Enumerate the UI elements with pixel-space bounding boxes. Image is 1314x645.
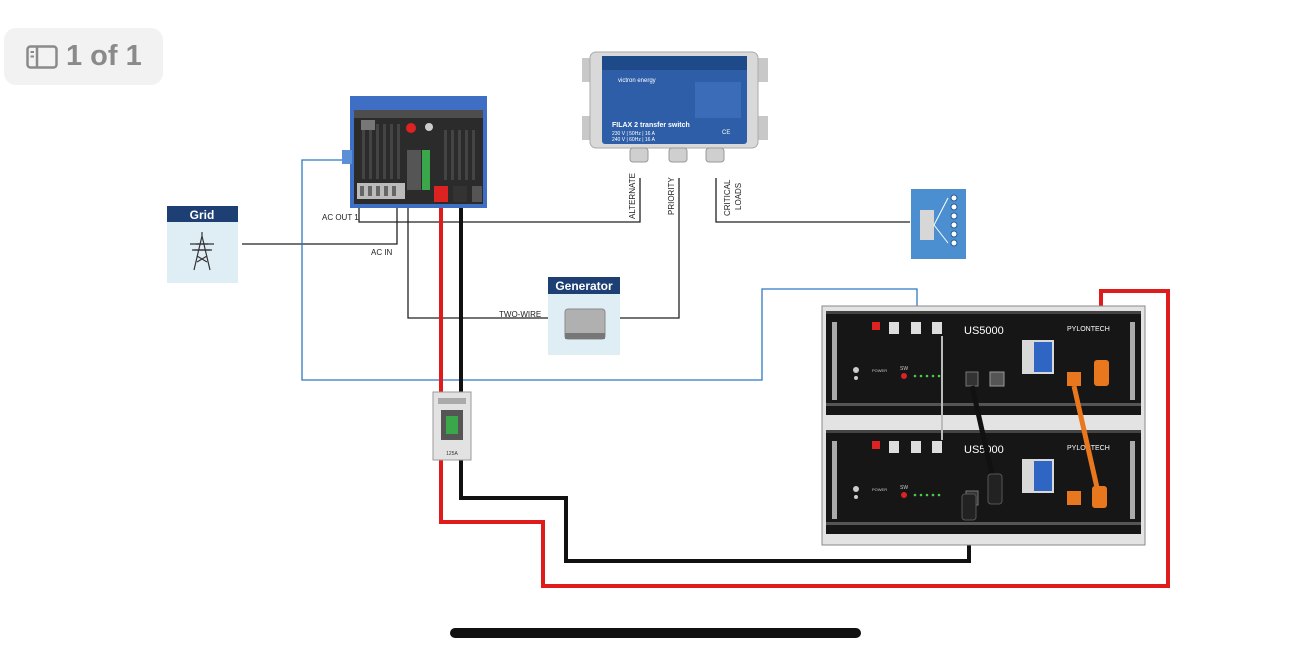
inverter-dial [425,123,433,131]
ac-out-1-label: AC OUT 1 [322,213,359,222]
priority-label: PRIORITY [667,177,676,215]
battery-2-model: US5000 [964,444,1004,456]
alternate-label: ALTERNATE [628,173,637,219]
priority-wire [620,178,680,319]
home-indicator[interactable] [450,628,861,638]
orange-jumper [1071,385,1101,493]
filax-title: FILAX 2 transfer switch [612,122,690,129]
positive-cable-breaker-to-battery [439,289,1170,588]
inverter-charger [342,96,487,208]
filax-transfer-switch: victron energy FILAX 2 transfer switch 2… [582,51,768,163]
loads-label: LOADS [734,183,743,210]
breaker-rating: 125A [446,451,458,457]
negative-cable-breaker-to-battery [459,460,971,563]
grid-source: Grid [167,206,238,283]
critical-loads-panel [911,189,966,259]
page-indicator[interactable]: 1 of 1 [4,28,163,85]
filax-brand: victron energy [618,78,656,84]
pylon-icon [190,232,214,271]
comm-cable [301,159,918,381]
critical-label: CRITICAL [723,179,732,216]
two-wire-label: TWO-WIRE [499,310,541,319]
battery-module-1: US5000 PYLONTECH POWER SW [853,322,1110,387]
ac-out-1-wire [358,178,641,223]
generator-label: Generator [555,279,613,293]
ac-in-label: AC IN [371,248,393,257]
battery-1-sw: SW [900,366,908,372]
inverter-red-switch [406,123,416,133]
filax-ce-mark: CE [722,130,730,136]
battery-2-power: POWER [872,487,887,492]
sidebar-panel-icon [26,44,58,69]
generator: Generator [548,277,620,355]
ac-in-wire [242,205,398,245]
grid-label: Grid [190,208,215,222]
filax-spec-1: 230 V | 50Hz | 16 A [612,131,656,137]
battery-1-brand: PYLONTECH [1067,326,1110,333]
dc-breaker: 125A [432,391,472,461]
critical-loads-wire [715,178,910,223]
battery-1-power: POWER [872,368,887,373]
filax-spec-2: 240 V | 60Hz | 16 A [612,137,656,143]
page-count-label: 1 of 1 [66,40,142,72]
battery-2-sw: SW [900,485,908,491]
battery-1-model: US5000 [964,325,1004,337]
